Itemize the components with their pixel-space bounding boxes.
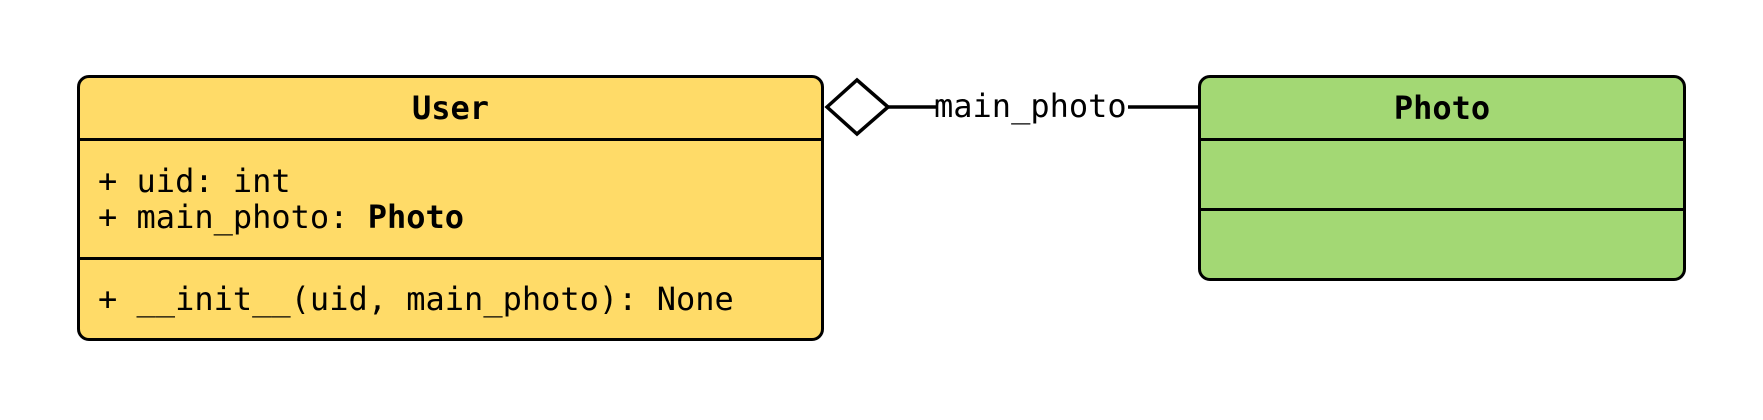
method-line: + __init__(uid, main_photo): None [98, 280, 734, 318]
class-box-photo: Photo [1198, 75, 1686, 281]
attribute-type-ref: Photo [367, 198, 465, 236]
relationship-label: main_photo [934, 87, 1127, 126]
user-attributes-section: + uid: int + main_photo: Photo [80, 141, 821, 260]
user-methods-section: + __init__(uid, main_photo): None [80, 260, 821, 338]
photo-attributes-section [1201, 141, 1683, 211]
attribute-line: + main_photo: Photo [98, 199, 821, 235]
attribute-text: + uid: int [98, 162, 291, 200]
attribute-line: + uid: int [98, 163, 821, 199]
class-box-user: User + uid: int + main_photo: Photo + __… [77, 75, 824, 341]
photo-methods-section [1201, 211, 1683, 278]
aggregation-diamond-icon [824, 77, 891, 137]
class-title-user: User [80, 78, 821, 141]
class-title-photo: Photo [1201, 78, 1683, 141]
attribute-text: + main_photo: [98, 198, 368, 236]
